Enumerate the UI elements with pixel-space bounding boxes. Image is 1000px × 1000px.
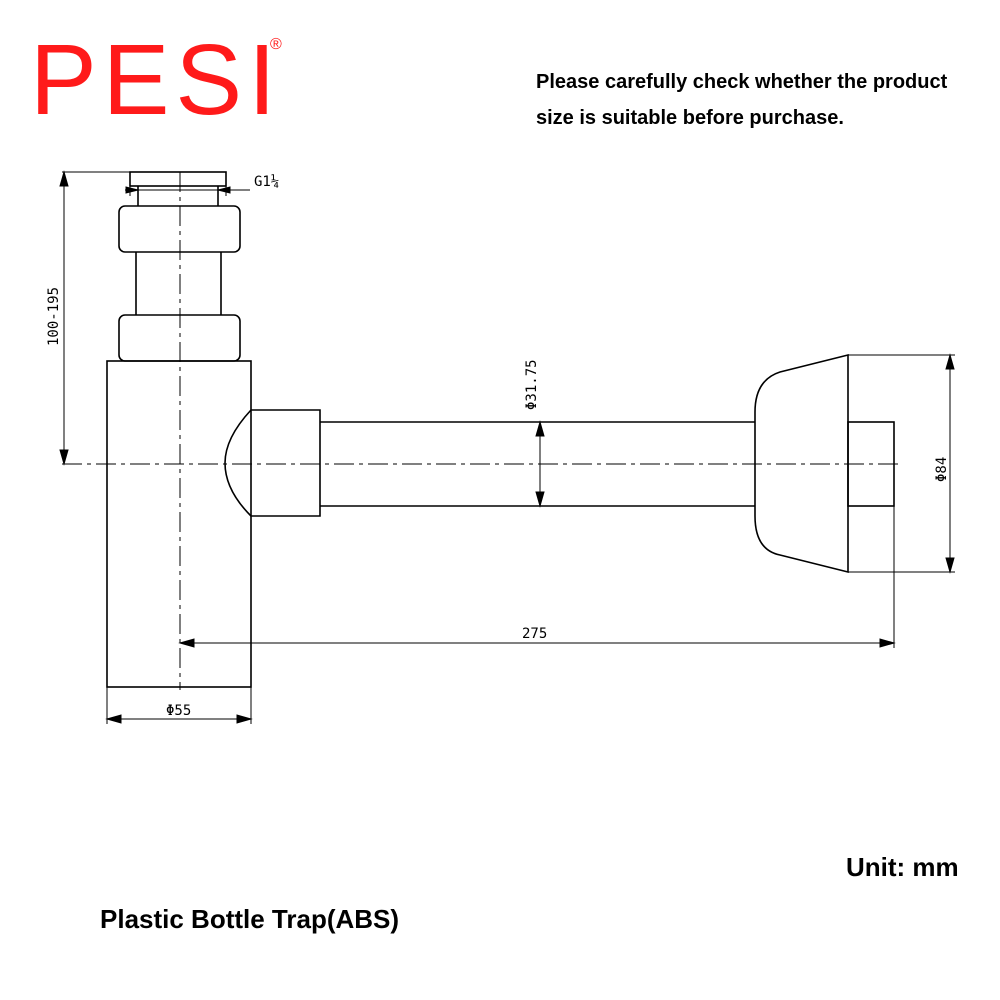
flange-diameter-label: Φ84 [934, 457, 950, 482]
brand-name: PESI [30, 24, 282, 136]
unit-label: Unit: mm [846, 852, 959, 882]
product-name: Plastic Bottle Trap(ABS) [100, 904, 400, 934]
body-diameter-label: Φ55 [166, 703, 191, 719]
wall-flange [754, 353, 849, 574]
thread-size-label: G1¼ [254, 174, 279, 190]
size-notice: Please carefully check whether the produ… [536, 71, 948, 129]
height-range-label: 100-195 [46, 287, 62, 346]
thread-cap [129, 171, 227, 187]
bottle-body [106, 360, 252, 688]
pipe-diameter-label: Φ31.75 [524, 359, 540, 410]
outlet-elbow [224, 409, 321, 517]
length-label: 275 [522, 626, 547, 642]
brand-logo: PESI [30, 30, 282, 130]
registered-mark: ® [270, 36, 282, 53]
